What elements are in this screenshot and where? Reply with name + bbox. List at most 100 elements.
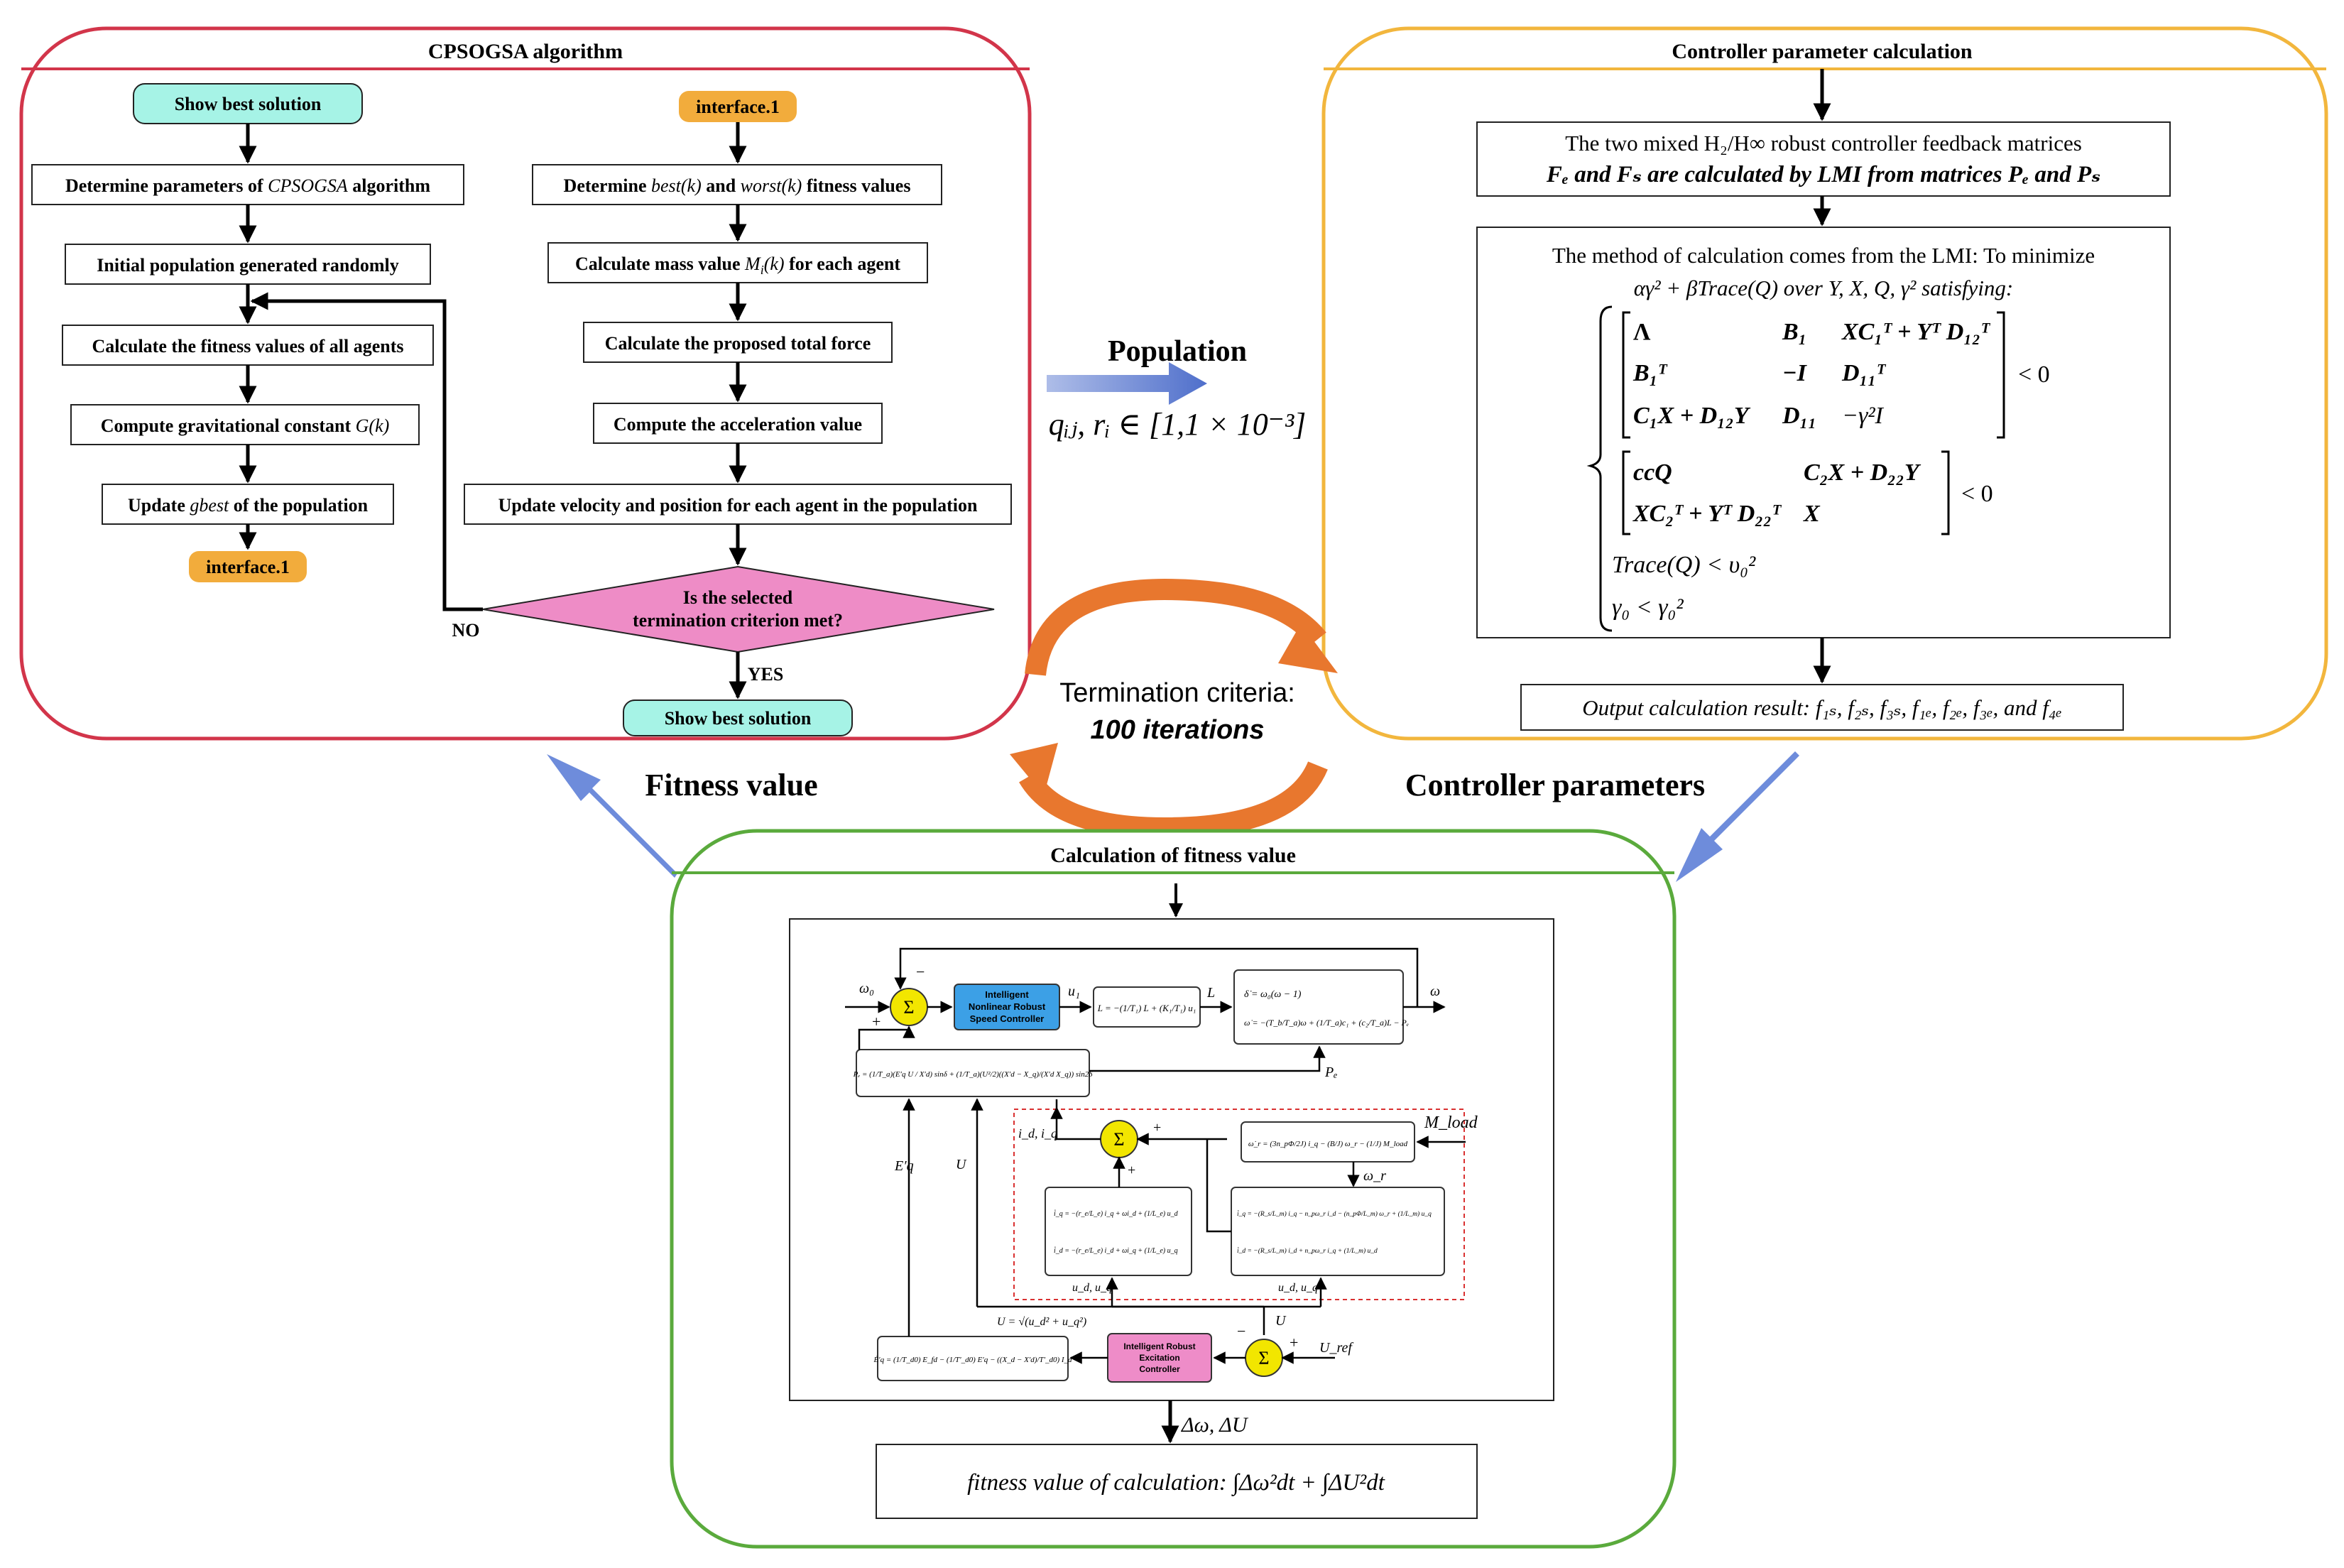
links: Population qᵢⱼ, rᵢ ∈ [1,1 × 10⁻³] Termin… [547, 335, 1799, 882]
orange-arrowhead-top [1278, 624, 1338, 673]
population-formula: qᵢⱼ, rᵢ ∈ [1,1 × 10⁻³] [1049, 407, 1307, 442]
output-result-label: Output calculation result: f₁ₛ, f₂ₛ, f₃ₛ… [1582, 695, 2061, 720]
m1-r2c1: B₁ᵀ [1632, 360, 1668, 386]
fitness-title: Calculation of fitness value [1050, 844, 1296, 867]
inverter-eq-2: i̇_d = −(r_e/L_e) i_d + ωi_q + (1/L_e) u… [1054, 1246, 1178, 1255]
svg-text:+: + [872, 1013, 881, 1030]
controller-parameters-arrow [1676, 751, 1799, 882]
svg-text:−: − [916, 963, 925, 981]
population-label: Population [1108, 335, 1247, 368]
id-iq-label: i_d, i_q [1018, 1126, 1057, 1140]
m2-rhs: < 0 [1961, 481, 1993, 507]
determine-parameters-box [31, 164, 464, 205]
m2-r2c2: X [1803, 501, 1821, 527]
svg-text:+: + [1153, 1120, 1161, 1136]
determine-parameters-label: Determine parameters of CPSOGSA algorith… [65, 175, 430, 196]
interface-label-right: interface.1 [696, 97, 780, 117]
governor-eq: L = −(1/T₁) L + (K₁/T₁) u₁ [1097, 1003, 1196, 1013]
ud-uq-label-2: u_d, u_q [1278, 1282, 1318, 1294]
fitness-value-arrow [547, 754, 677, 878]
delta-label: Δω, ΔU [1181, 1413, 1249, 1437]
lmi-system-brace [1586, 305, 1613, 632]
excitation-controller-l2: Excitation [1139, 1353, 1179, 1363]
Mload-label: M_load [1424, 1114, 1478, 1132]
fitness-value-label: Fitness value [645, 768, 817, 802]
mechanical-block [1241, 1121, 1415, 1163]
ud-uq-label-1: u_d, u_q [1072, 1282, 1112, 1294]
mass-value-label: Calculate mass value Mi(k) for each agen… [575, 254, 900, 277]
lmi-method-box [1476, 227, 2171, 638]
no-label: NO [452, 620, 480, 641]
update-velocity-label: Update velocity and position for each ag… [498, 495, 978, 516]
show-best-solution-box-bottom [623, 699, 853, 736]
cond-trace: Trace(Q) < υ₀² [1612, 552, 1756, 578]
m1-r1c3: XC₁ᵀ + Yᵀ D₁₂ᵀ [1841, 319, 1990, 345]
cpsogsa-panel: CPSOGSA algorithm Show best solution Det… [19, 26, 1032, 741]
initial-population-box [65, 244, 431, 285]
m1-r3c1: C₁X + D₁₂Y [1633, 403, 1751, 429]
feedback-matrices-box [1476, 121, 2171, 197]
m1-r1c1: Λ [1633, 319, 1651, 345]
best-worst-fitness-label: Determine best(k) and worst(k) fitness v… [564, 175, 911, 196]
electrical-power-eq: Pₑ = (1/T_a)(E′q U / X′d) sinδ + (1/T_a)… [853, 1070, 1094, 1079]
total-force-box [583, 322, 893, 363]
termination-label: Termination criteria: [1059, 678, 1295, 708]
omega-out-label: ω [1430, 984, 1440, 999]
cpsogsa-title: CPSOGSA algorithm [428, 40, 623, 63]
feedback-matrices-line2: Fₑ and Fₛ are calculated by LMI from mat… [1546, 162, 2100, 187]
controller-panel: Controller parameter calculation The two… [1321, 26, 2328, 741]
mass-value-box [547, 242, 928, 283]
svg-text:Σ: Σ [903, 997, 914, 1018]
omega-r-label: ω_r [1363, 1168, 1386, 1184]
m2-r1c1: ccQ [1633, 459, 1672, 486]
omega0-label: ω₀ [859, 981, 874, 996]
total-force-label: Calculate the proposed total force [605, 333, 871, 354]
speed-controller-l3: Speed Controller [970, 1013, 1045, 1024]
m1-r1c2: B₁ [1782, 319, 1807, 345]
update-gbest-label: Update gbest of the population [128, 495, 369, 516]
controller-parameters-label: Controller parameters [1405, 768, 1705, 802]
electrical-power-block [856, 1049, 1090, 1097]
calculate-fitness-box [62, 325, 434, 366]
inverter-eq-1: i̇_q = −(r_e/L_e) i_q + ωi_d + (1/L_e) u… [1054, 1209, 1179, 1218]
motor-eq-1: i̇_q = −(R_s/L_m) i_q − n_pω_r i_d − (n_… [1237, 1209, 1432, 1218]
interface-label-left: interface.1 [206, 557, 290, 577]
mechanical-eq: ω̇_r = (3n_pΦ/2J) i_q − (B/J) ω_r − (1/J… [1248, 1140, 1408, 1148]
show-best-solution-label-bottom: Show best solution [665, 708, 812, 729]
gravitational-constant-label: Compute gravitational constant G(k) [101, 415, 390, 436]
initial-population-label: Initial population generated randomly [97, 255, 398, 276]
svg-text:Σ: Σ [1258, 1348, 1269, 1368]
motor-eq-2: i̇_d = −(R_s/L_m) i_d + n_pω_r i_q + (1/… [1237, 1246, 1378, 1255]
u1-label: u₁ [1068, 984, 1080, 999]
no-loop-arrow [250, 292, 483, 611]
speed-controller-l1: Intelligent [985, 989, 1029, 1000]
svg-text:Σ: Σ [1113, 1129, 1124, 1150]
fitness-formula: fitness value of calculation: ∫Δω²dt + ∫… [967, 1470, 1385, 1496]
Pe-label: Pₑ [1324, 1065, 1337, 1080]
calculate-fitness-label: Calculate the fitness values of all agen… [92, 336, 403, 356]
m2-r1c2: C₂X + D₂₂Y [1804, 459, 1921, 486]
m1-r3c3: −γ²I [1842, 403, 1885, 429]
U-label-bottom: U [1275, 1313, 1287, 1329]
termination-value: 100 iterations [1091, 715, 1265, 745]
svg-text:−: − [1237, 1322, 1245, 1340]
excitation-block [877, 1336, 1069, 1381]
show-best-solution-label-top: Show best solution [175, 94, 322, 114]
m1-r2c3: D₁₁ᵀ [1841, 360, 1886, 386]
Eq-label: E′q [894, 1158, 914, 1174]
interface-box-left [189, 551, 307, 582]
decision-label-line1: Is the selected [683, 587, 793, 608]
motor-block [1231, 1187, 1445, 1276]
svg-text:+: + [1128, 1163, 1135, 1178]
lmi-method-line1: The method of calculation comes from the… [1552, 243, 2095, 268]
best-worst-fitness-box [532, 164, 942, 205]
output-result-box [1520, 684, 2124, 731]
update-velocity-box [464, 484, 1012, 525]
interface-box-right [679, 91, 797, 122]
U-label-mid: U [956, 1157, 967, 1172]
Uref-label: U_ref [1319, 1340, 1353, 1356]
acceleration-label: Compute the acceleration value [614, 414, 862, 435]
orange-arrow-top [1025, 578, 1326, 676]
L-label: L [1206, 985, 1215, 1001]
